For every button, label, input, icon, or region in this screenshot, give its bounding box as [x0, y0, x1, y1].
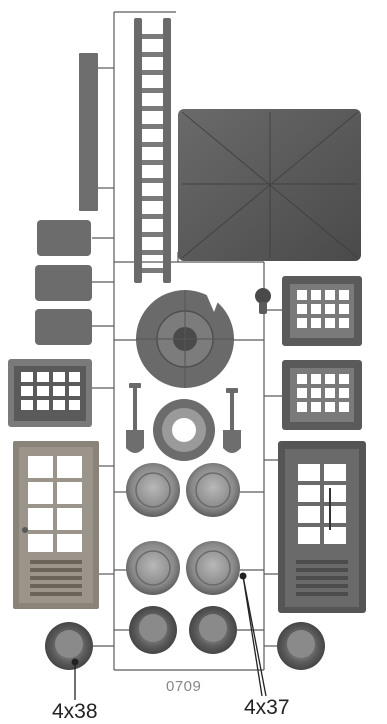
slab-parts: [35, 220, 92, 345]
callout-label-4x37: 4x37: [244, 696, 290, 720]
callout-leader-4x37: [240, 573, 267, 697]
window-part-left: [8, 359, 92, 427]
roof-panel-part: [178, 109, 361, 261]
shovel-part-right: [223, 388, 241, 453]
window-part-right-bottom: [282, 360, 362, 430]
bowl-part: [186, 541, 240, 595]
window-part-right-top: [282, 276, 362, 346]
bowl-part: [126, 541, 180, 595]
ladder-part: [134, 18, 171, 283]
ring-part: [153, 399, 215, 461]
shovel-part-left: [126, 383, 144, 453]
round-lid-part: [136, 290, 234, 388]
callout-label-4x38: 4x38: [52, 700, 98, 724]
door-part-right: [278, 441, 366, 613]
pot-part: [45, 622, 93, 670]
bowl-part: [126, 463, 180, 517]
pot-part: [129, 606, 177, 654]
sprue-code-label: 0709: [166, 678, 201, 695]
door-part-left: [13, 441, 99, 609]
pot-part: [189, 606, 237, 654]
bowl-part: [186, 463, 240, 517]
plank-part: [79, 53, 98, 211]
pot-part: [277, 622, 325, 670]
